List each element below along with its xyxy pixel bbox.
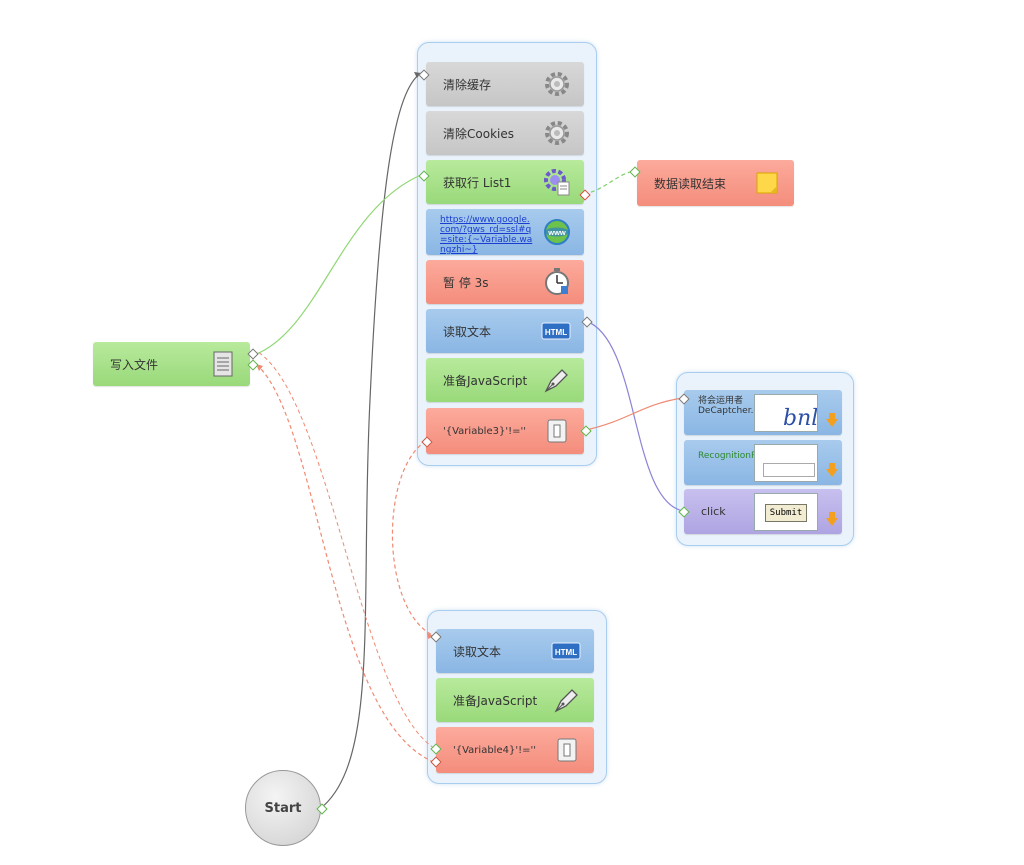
gear-list-icon xyxy=(544,169,570,196)
document-icon xyxy=(213,351,233,377)
pen-icon xyxy=(544,369,568,393)
edge-start-to-clear-cache xyxy=(320,72,422,809)
prepare-js-node-2[interactable]: 准备JavaScript xyxy=(436,678,594,722)
start-label: Start xyxy=(264,800,302,816)
switch-icon xyxy=(557,738,577,762)
read-text-label-2: 读取文本 xyxy=(453,644,502,659)
open-url-node[interactable]: https://www.google.com/?gws_rd=ssl#q=sit… xyxy=(426,209,584,255)
captcha-label: 将会运用者 DeCaptcher.dll xyxy=(698,396,765,416)
read-text-label-1: 读取文本 xyxy=(443,324,492,339)
write-file-label: 写入文件 xyxy=(110,357,159,372)
edge-condition1-to-read-text-2 xyxy=(391,440,435,637)
edge-condition1-to-captcha xyxy=(585,397,683,431)
captcha-preview-icon: bnl xyxy=(783,406,818,431)
edge-condition2-to-write-file xyxy=(255,363,435,763)
get-row-node[interactable]: 获取行 List1 xyxy=(426,160,584,204)
submit-preview: Submit xyxy=(754,493,818,531)
read-text-node-2[interactable]: 读取文本 HTML xyxy=(436,629,594,673)
prepare-js-node-1[interactable]: 准备JavaScript xyxy=(426,358,584,402)
click-node[interactable]: click Submit xyxy=(684,489,842,534)
html-icon: HTML xyxy=(551,642,581,660)
condition-node-2[interactable]: '{Variable4}'!='' xyxy=(436,727,594,773)
write-file-node[interactable]: 写入文件 xyxy=(93,342,250,386)
edge-read-text-to-click xyxy=(585,320,684,512)
svg-text:HTML: HTML xyxy=(545,328,567,337)
note-icon xyxy=(756,172,778,194)
recognition-node[interactable]: RecognitionResult0 xyxy=(684,440,842,485)
clear-cookies-label: 清除Cookies xyxy=(443,126,514,141)
gear-icon xyxy=(545,72,569,96)
click-label: click xyxy=(701,505,726,518)
pause-node[interactable]: 暂 停 3s xyxy=(426,260,584,304)
prepare-js-label-2: 准备JavaScript xyxy=(453,693,538,708)
globe-www-icon: www xyxy=(544,219,570,245)
recognition-label: RecognitionResult0 xyxy=(698,451,785,461)
data-end-label: 数据读取结束 xyxy=(654,176,727,191)
condition-node-1[interactable]: '{Variable3}'!='' xyxy=(426,408,584,454)
stopwatch-icon xyxy=(545,268,569,295)
submit-badge: Submit xyxy=(765,504,807,522)
arrow-down-icon xyxy=(826,463,838,477)
html-icon: HTML xyxy=(541,322,571,340)
condition-label-2: '{Variable4}'!='' xyxy=(453,744,536,756)
captcha-image: bnl xyxy=(754,394,818,432)
svg-text:www: www xyxy=(547,228,566,237)
get-row-label: 获取行 List1 xyxy=(443,175,512,190)
pause-label: 暂 停 3s xyxy=(443,275,489,290)
gear-icon xyxy=(545,121,569,145)
prepare-js-label-1: 准备JavaScript xyxy=(443,373,528,388)
arrow-down-icon xyxy=(826,512,838,526)
clear-cookies-node[interactable]: 清除Cookies xyxy=(426,111,584,155)
pen-icon xyxy=(554,689,578,713)
clear-cache-node[interactable]: 清除缓存 xyxy=(426,62,584,106)
svg-text:HTML: HTML xyxy=(555,648,577,657)
switch-icon xyxy=(547,419,567,443)
condition-label-1: '{Variable3}'!='' xyxy=(443,425,526,437)
clear-cache-label: 清除缓存 xyxy=(443,77,492,92)
svg-text:bnl: bnl xyxy=(783,406,817,431)
start-node[interactable]: Start xyxy=(245,770,321,846)
read-text-node-1[interactable]: 读取文本 HTML xyxy=(426,309,584,353)
edge-condition2-loop xyxy=(257,351,435,749)
url-link[interactable]: https://www.google.com/?gws_rd=ssl#q=sit… xyxy=(440,215,533,255)
data-end-node[interactable]: 数据读取结束 xyxy=(637,160,794,206)
arrow-down-icon xyxy=(826,413,838,427)
edge-write-file-to-get-row xyxy=(253,174,422,356)
recognition-preview xyxy=(754,444,818,482)
captcha-node[interactable]: 将会运用者 DeCaptcher.dll bnl xyxy=(684,390,842,435)
